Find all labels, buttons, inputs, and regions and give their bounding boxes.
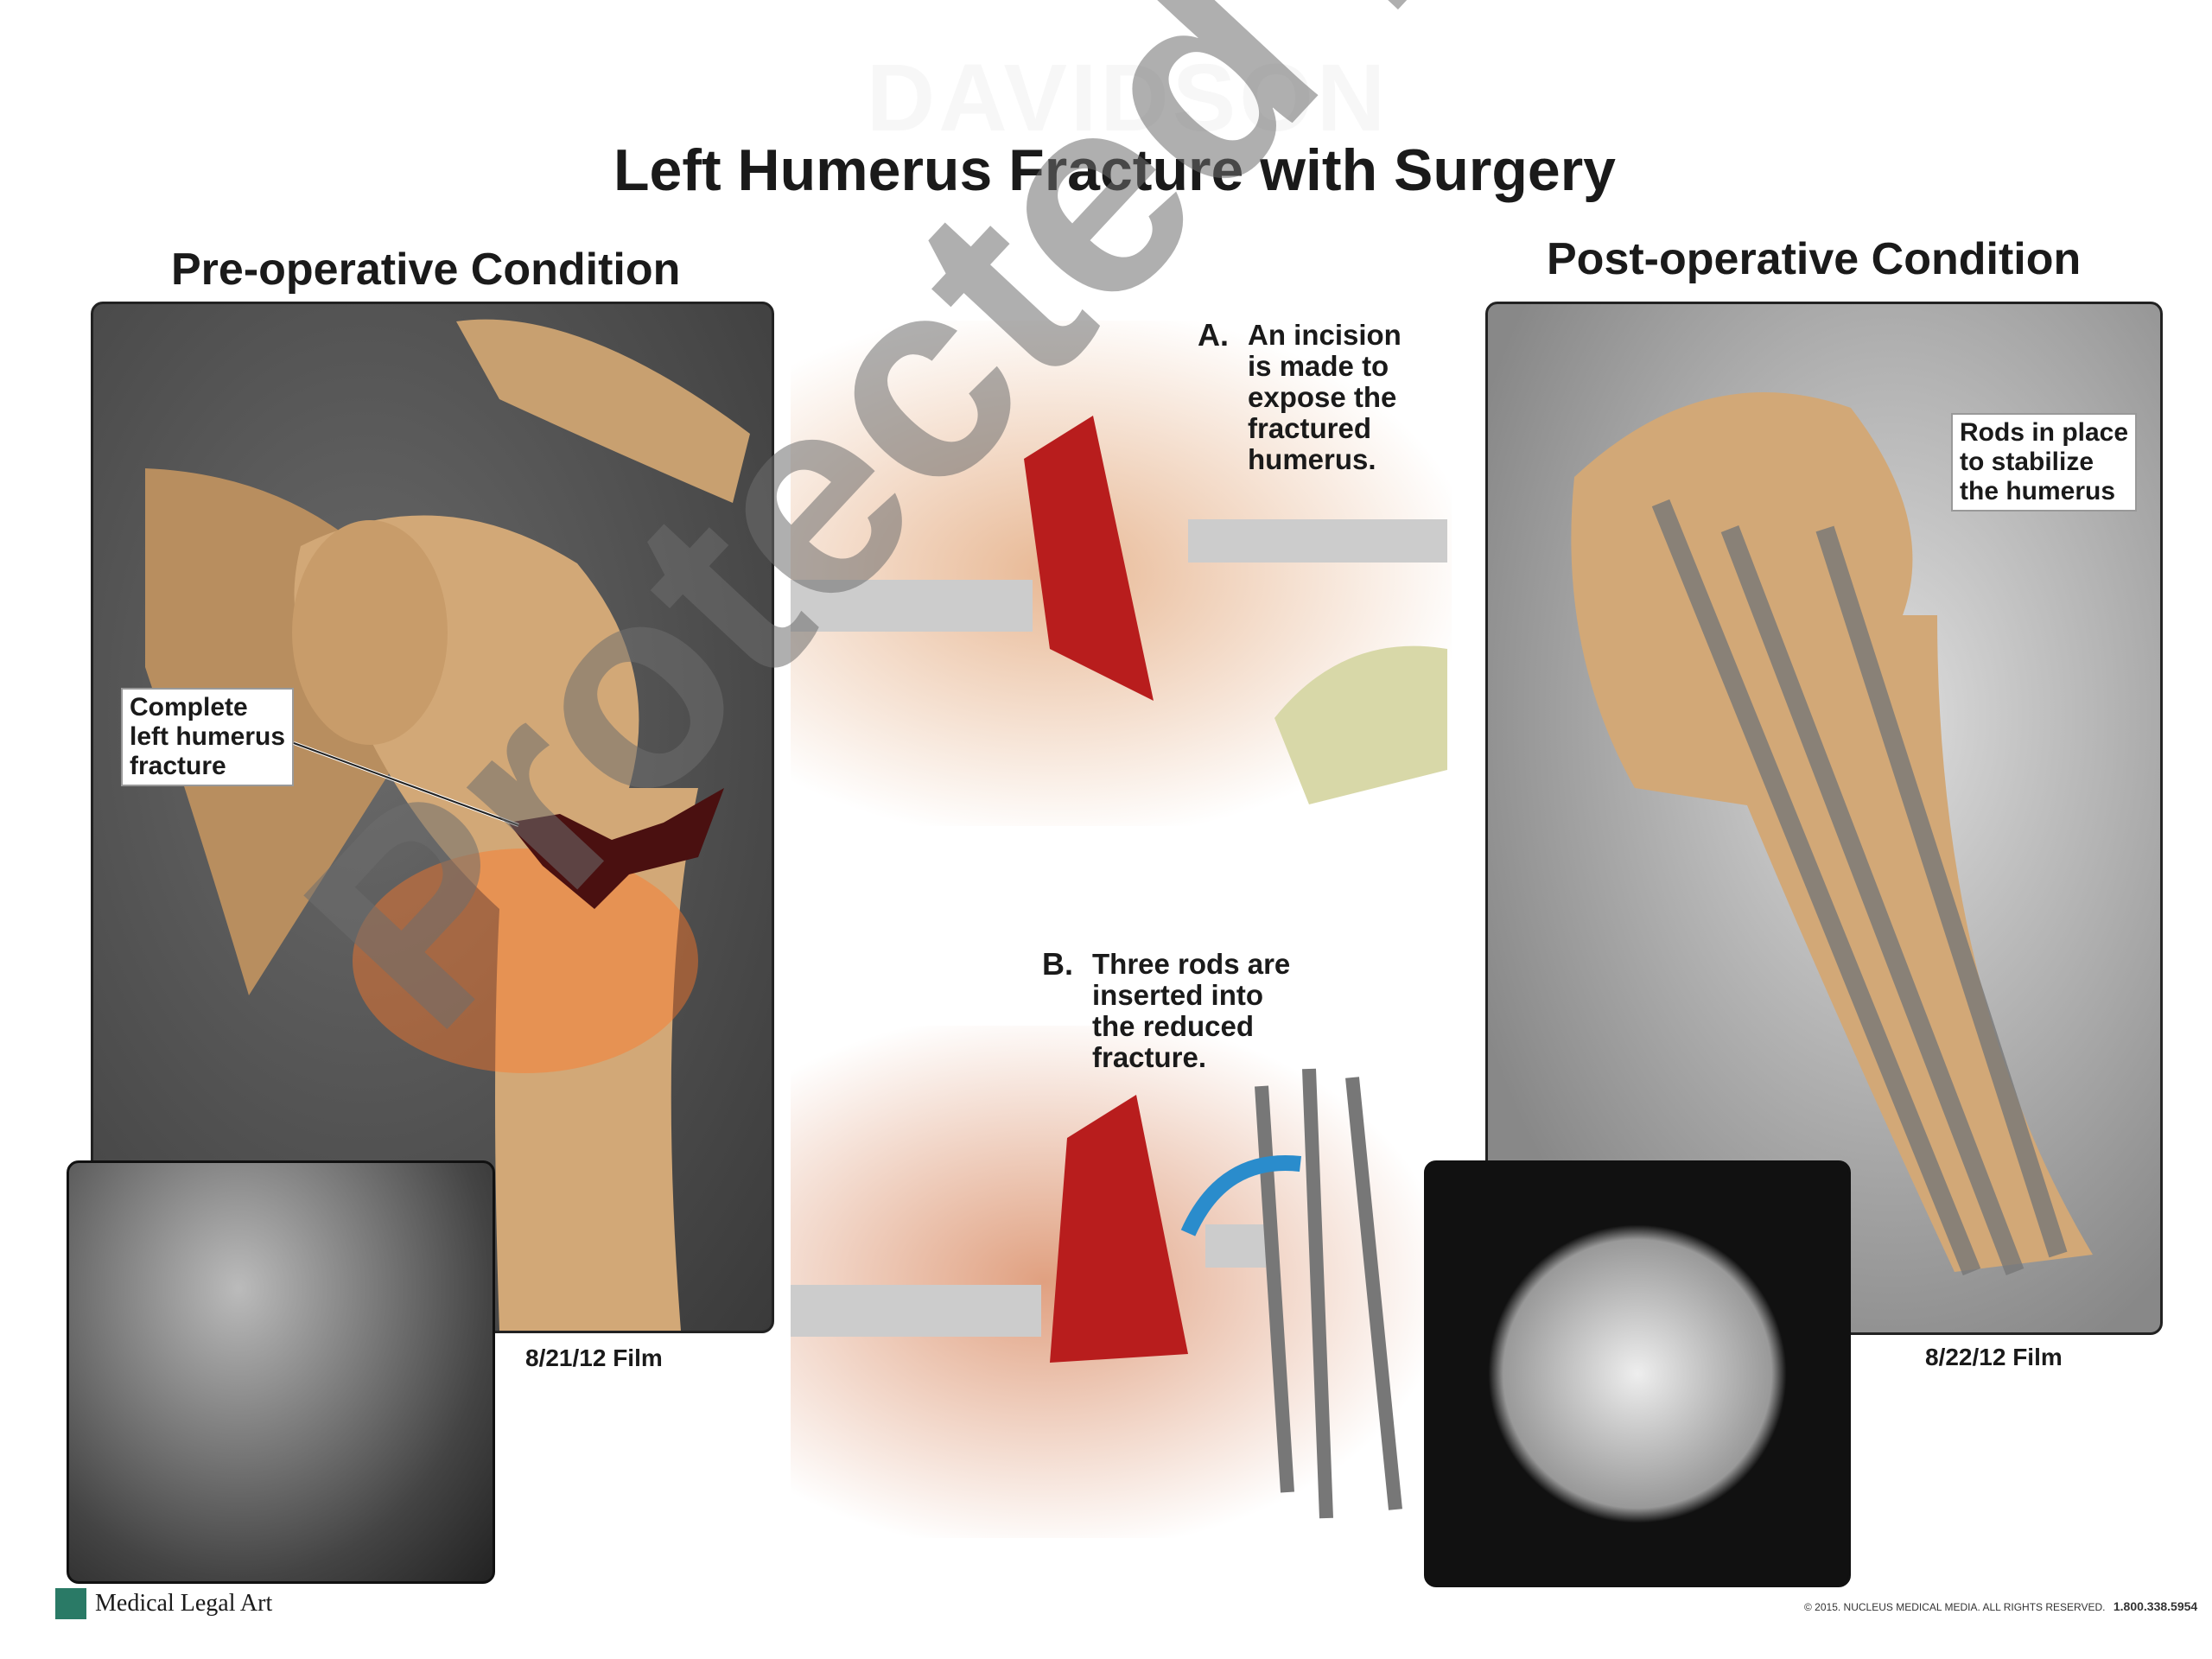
step-line: fracture. xyxy=(1092,1041,1207,1073)
copyright: © 2015. NUCLEUS MEDICAL MEDIA. ALL RIGHT… xyxy=(1804,1599,2197,1613)
faded-logo: DAVIDSON xyxy=(866,45,1389,151)
step-b-text: B. Three rods are inserted into the redu… xyxy=(1042,948,1291,1073)
pre-op-film-date: 8/21/12 Film xyxy=(525,1344,663,1371)
post-op-heading: Post-operative Condition xyxy=(1547,234,2082,284)
incision-illustration xyxy=(791,321,1452,826)
copyright-text: © 2015. NUCLEUS MEDICAL MEDIA. ALL RIGHT… xyxy=(1804,1601,2106,1613)
repaired-humerus-illustration xyxy=(1571,392,2093,1276)
rods-label: Rods in place to stabilize the humerus xyxy=(1951,413,2138,512)
step-line: Three rods are xyxy=(1092,948,1291,980)
step-line: expose the xyxy=(1248,381,1397,413)
step-line: humerus. xyxy=(1248,443,1376,475)
post-op-film-date: 8/22/12 Film xyxy=(1925,1344,2063,1370)
fractured-humerus-illustration xyxy=(145,319,750,1331)
step-line: the reduced xyxy=(1092,1010,1255,1042)
step-a-text: A. An incision is made to expose the fra… xyxy=(1198,319,1402,475)
pre-op-illustration xyxy=(91,302,774,1333)
label-line: to stabilize xyxy=(1960,448,2094,476)
rod-insertion-illustration xyxy=(791,1026,1426,1538)
label-line: fracture xyxy=(130,752,226,780)
step-line: is made to xyxy=(1248,350,1389,382)
post-op-xray xyxy=(1424,1160,1851,1587)
page-title: Left Humerus Fracture with Surgery xyxy=(613,137,1617,203)
step-letter: B. xyxy=(1042,946,1073,982)
pre-op-xray xyxy=(67,1160,495,1584)
label-line: Complete xyxy=(130,693,248,721)
label-line: Rods in place xyxy=(1960,418,2129,447)
fracture-label: Complete left humerus fracture xyxy=(121,688,295,786)
step-line: fractured xyxy=(1248,412,1372,444)
pre-op-heading: Pre-operative Condition xyxy=(171,245,681,295)
step-letter: A. xyxy=(1198,317,1229,353)
phone-number: 1.800.338.5954 xyxy=(2113,1599,2198,1613)
step-line: An incision xyxy=(1248,319,1402,351)
label-line: left humerus xyxy=(130,722,286,751)
brand-logo-icon xyxy=(55,1588,86,1619)
label-line: the humerus xyxy=(1960,477,2116,505)
step-line: inserted into xyxy=(1092,979,1264,1011)
brand-name: Medical Legal Art xyxy=(95,1590,273,1617)
brand-logo: Medical Legal Art xyxy=(55,1588,272,1619)
